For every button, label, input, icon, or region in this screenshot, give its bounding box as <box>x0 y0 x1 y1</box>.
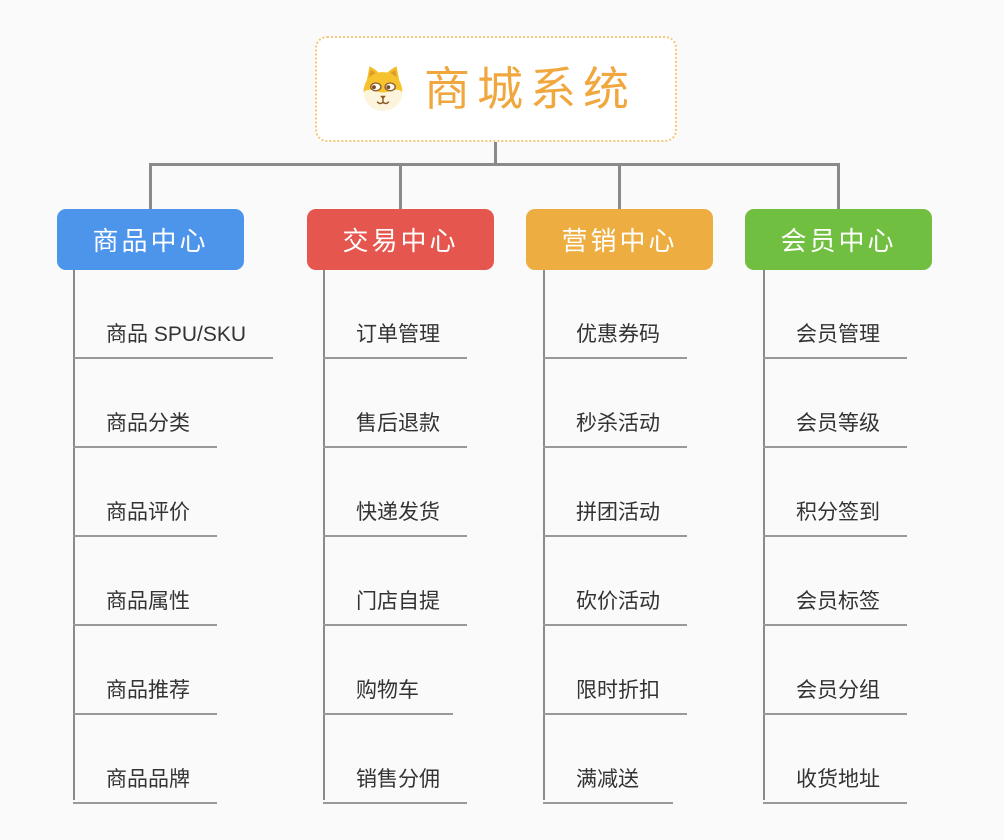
tree-node-item[interactable]: 会员管理 <box>763 270 907 359</box>
tree-node-item[interactable]: 会员等级 <box>763 359 907 448</box>
root-node[interactable]: 商城系统 <box>315 36 677 142</box>
tree-node-item[interactable]: 快递发货 <box>323 448 467 537</box>
tree-node-item[interactable]: 优惠券码 <box>543 270 687 359</box>
branch-label: 交易中心 <box>342 226 459 256</box>
tree-node-item[interactable]: 商品品牌 <box>73 715 217 804</box>
tree-node-item[interactable]: 商品 SPU/SKU <box>73 270 274 359</box>
branch-label: 商品中心 <box>92 226 209 256</box>
branch-node-trade-center[interactable]: 交易中心 <box>307 209 494 270</box>
branch-label: 会员中心 <box>780 226 897 256</box>
branch-items-member-center: 会员管理 会员等级 积分签到 会员标签 会员分组 收货地址 <box>763 270 907 804</box>
tree-node-item[interactable]: 购物车 <box>323 626 453 715</box>
root-title: 商城系统 <box>424 63 636 115</box>
tree-node-item[interactable]: 订单管理 <box>323 270 467 359</box>
branch-items-trade-center: 订单管理 售后退款 快递发货 门店自提 购物车 销售分佣 <box>323 270 467 804</box>
branch-items-marketing-center: 优惠券码 秒杀活动 拼团活动 砍价活动 限时折扣 满减送 <box>543 270 687 804</box>
branch-node-product-center[interactable]: 商品中心 <box>57 209 244 270</box>
branch-node-marketing-center[interactable]: 营销中心 <box>526 209 713 270</box>
tree-node-item[interactable]: 售后退款 <box>323 359 467 448</box>
tree-node-item[interactable]: 会员标签 <box>763 537 907 626</box>
tree-node-item[interactable]: 拼团活动 <box>543 448 687 537</box>
tree-node-item[interactable]: 门店自提 <box>323 537 467 626</box>
tree-node-item[interactable]: 商品评价 <box>73 448 217 537</box>
branch-label: 营销中心 <box>561 226 678 256</box>
tree-node-item[interactable]: 砍价活动 <box>543 537 687 626</box>
connector-branch-stub-3 <box>618 163 621 211</box>
tree-node-item[interactable]: 商品推荐 <box>73 626 217 715</box>
connector-root-stub <box>494 142 497 165</box>
tree-node-item[interactable]: 会员分组 <box>763 626 907 715</box>
connector-horizontal <box>149 163 840 166</box>
tree-node-item[interactable]: 商品分类 <box>73 359 217 448</box>
branch-node-member-center[interactable]: 会员中心 <box>745 209 932 270</box>
connector-branch-stub-1 <box>149 163 152 211</box>
connector-branch-stub-2 <box>399 163 402 211</box>
tree-node-item[interactable]: 秒杀活动 <box>543 359 687 448</box>
tree-node-item[interactable]: 限时折扣 <box>543 626 687 715</box>
tree-node-item[interactable]: 积分签到 <box>763 448 907 537</box>
dog-face-icon <box>363 66 403 111</box>
tree-node-item[interactable]: 收货地址 <box>763 715 907 804</box>
tree-node-item[interactable]: 满减送 <box>543 715 673 804</box>
branch-items-product-center: 商品 SPU/SKU 商品分类 商品评价 商品属性 商品推荐 商品品牌 <box>73 270 274 804</box>
tree-node-item[interactable]: 商品属性 <box>73 537 217 626</box>
connector-branch-stub-4 <box>837 163 840 211</box>
tree-node-item[interactable]: 销售分佣 <box>323 715 467 804</box>
